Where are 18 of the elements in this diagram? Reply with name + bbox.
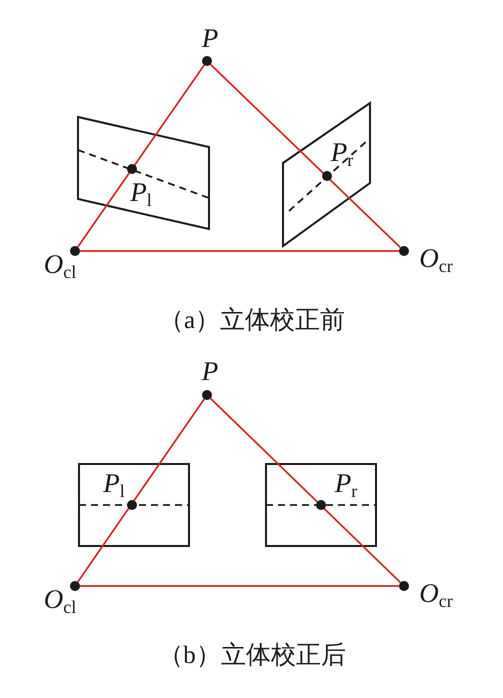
subfigure-caption: （b）立体校正后	[158, 641, 346, 671]
point-label: P$_{r}$	[330, 138, 354, 172]
point-label: P	[202, 357, 218, 385]
ray-line	[210, 398, 401, 584]
point-label: P$_{r}$	[334, 469, 358, 503]
point-label: O$_{cl}$	[44, 250, 76, 284]
ray-line	[77, 64, 205, 248]
ray-line	[80, 585, 399, 587]
point-label: O$_{cl}$	[44, 585, 76, 619]
ray-line	[210, 64, 401, 248]
point-label: O$_{cr}$	[419, 579, 453, 613]
ray-line	[80, 250, 399, 252]
subfigure-caption: （a）立体校正前	[158, 306, 346, 336]
point-label: P$_{l}$	[103, 469, 125, 503]
point-label: O$_{cr}$	[419, 244, 453, 278]
ray-line	[77, 398, 205, 582]
point-label: P$_{l}$	[130, 178, 152, 212]
point-label: P	[202, 24, 218, 52]
